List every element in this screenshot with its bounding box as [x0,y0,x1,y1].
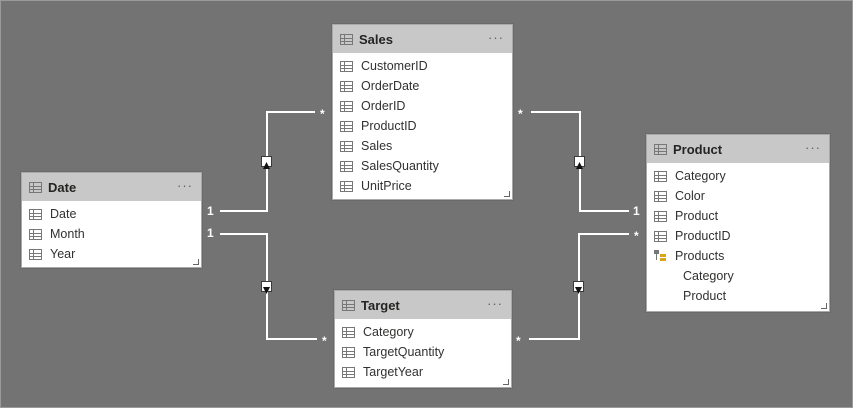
field-row[interactable]: ProductID [647,226,829,246]
resize-handle[interactable] [193,259,199,265]
hierarchy-icon [654,250,667,262]
field-row[interactable]: Date [22,204,201,224]
field-label: ProductID [361,119,417,133]
more-options-button[interactable]: ··· [487,296,503,311]
table-grid-icon [340,33,353,45]
table-title: Sales [359,31,393,47]
cardinality-one-product-target: * [634,229,639,243]
field-label: Product [675,209,719,223]
column-grid-icon [29,208,42,220]
field-label: OrderDate [361,79,420,93]
cardinality-one-product-sales: 1 [633,204,640,218]
table-card-date[interactable]: Date ··· Date Month Year [21,172,202,268]
field-row[interactable]: UnitPrice [333,176,512,196]
more-options-button[interactable]: ··· [488,30,504,45]
hierarchy-level-row[interactable]: Category [647,266,829,286]
column-grid-icon [29,228,42,240]
resize-handle[interactable] [503,379,509,385]
filter-direction-down-icon[interactable] [573,281,584,294]
more-options-button[interactable]: ··· [805,140,821,155]
filter-direction-up-icon[interactable] [261,156,272,169]
field-row[interactable]: TargetYear [335,362,511,382]
hierarchy-row[interactable]: Products [647,246,829,266]
table-card-target[interactable]: Target ··· Category TargetQuantity Targe… [334,290,512,388]
field-label: Date [50,207,77,221]
cardinality-one-date-target: 1 [207,226,214,240]
column-grid-icon [654,170,667,182]
field-row[interactable]: Year [22,244,201,264]
table-title: Date [48,179,77,195]
table-header[interactable]: Product ··· [647,135,829,163]
more-options-button[interactable]: ··· [177,178,193,193]
field-row[interactable]: SalesQuantity [333,156,512,176]
column-grid-icon [654,210,667,222]
cardinality-many-date-target: * [322,334,327,348]
field-row[interactable]: Color [647,186,829,206]
field-label: TargetQuantity [363,345,445,359]
hierarchy-level-row[interactable]: Product [647,286,829,306]
filter-direction-up-icon[interactable] [574,156,585,169]
column-grid-icon [340,100,353,112]
column-grid-icon [340,160,353,172]
field-row[interactable]: Product [647,206,829,226]
column-grid-icon [340,120,353,132]
table-grid-icon [342,299,355,311]
field-label: Color [675,189,705,203]
cardinality-many-target-product: * [516,334,521,348]
field-label: Category [363,325,414,339]
column-grid-icon [340,60,353,72]
filter-direction-down-icon[interactable] [261,281,272,294]
table-title: Product [673,141,723,157]
cardinality-one-date-sales: 1 [207,204,214,218]
field-row[interactable]: CustomerID [333,56,512,76]
table-header[interactable]: Sales ··· [333,25,512,53]
column-grid-icon [340,140,353,152]
resize-handle[interactable] [504,191,510,197]
field-row[interactable]: OrderID [333,96,512,116]
field-row[interactable]: Sales [333,136,512,156]
table-header[interactable]: Target ··· [335,291,511,319]
field-label: CustomerID [361,59,428,73]
field-row[interactable]: Month [22,224,201,244]
table-grid-icon [654,143,667,155]
column-grid-icon [654,230,667,242]
hierarchy-level-label: Product [683,289,727,303]
column-grid-icon [340,80,353,92]
column-grid-icon [29,248,42,260]
field-label: ProductID [675,229,731,243]
resize-handle[interactable] [821,303,827,309]
field-row[interactable]: ProductID [333,116,512,136]
column-grid-icon [342,346,355,358]
field-label: Year [50,247,76,261]
cardinality-many-date-sales: * [320,107,325,121]
field-row[interactable]: Category [647,166,829,186]
field-row[interactable]: TargetQuantity [335,342,511,362]
table-card-sales[interactable]: Sales ··· CustomerID OrderDate OrderID P… [332,24,513,200]
column-grid-icon [654,190,667,202]
hierarchy-label: Products [675,249,725,263]
field-label: SalesQuantity [361,159,439,173]
field-label: Sales [361,139,393,153]
field-label: Category [675,169,726,183]
table-header[interactable]: Date ··· [22,173,201,201]
column-grid-icon [340,180,353,192]
field-row[interactable]: OrderDate [333,76,512,96]
field-row[interactable]: Category [335,322,511,342]
table-card-product[interactable]: Product ··· Category Color Product Produ… [646,134,830,312]
table-title: Target [361,297,400,313]
field-label: UnitPrice [361,179,412,193]
field-label: OrderID [361,99,406,113]
field-label: TargetYear [363,365,423,379]
field-label: Month [50,227,85,241]
hierarchy-level-label: Category [683,269,734,283]
column-grid-icon [342,366,355,378]
table-grid-icon [29,181,42,193]
column-grid-icon [342,326,355,338]
cardinality-many-product-sales: * [518,107,523,121]
